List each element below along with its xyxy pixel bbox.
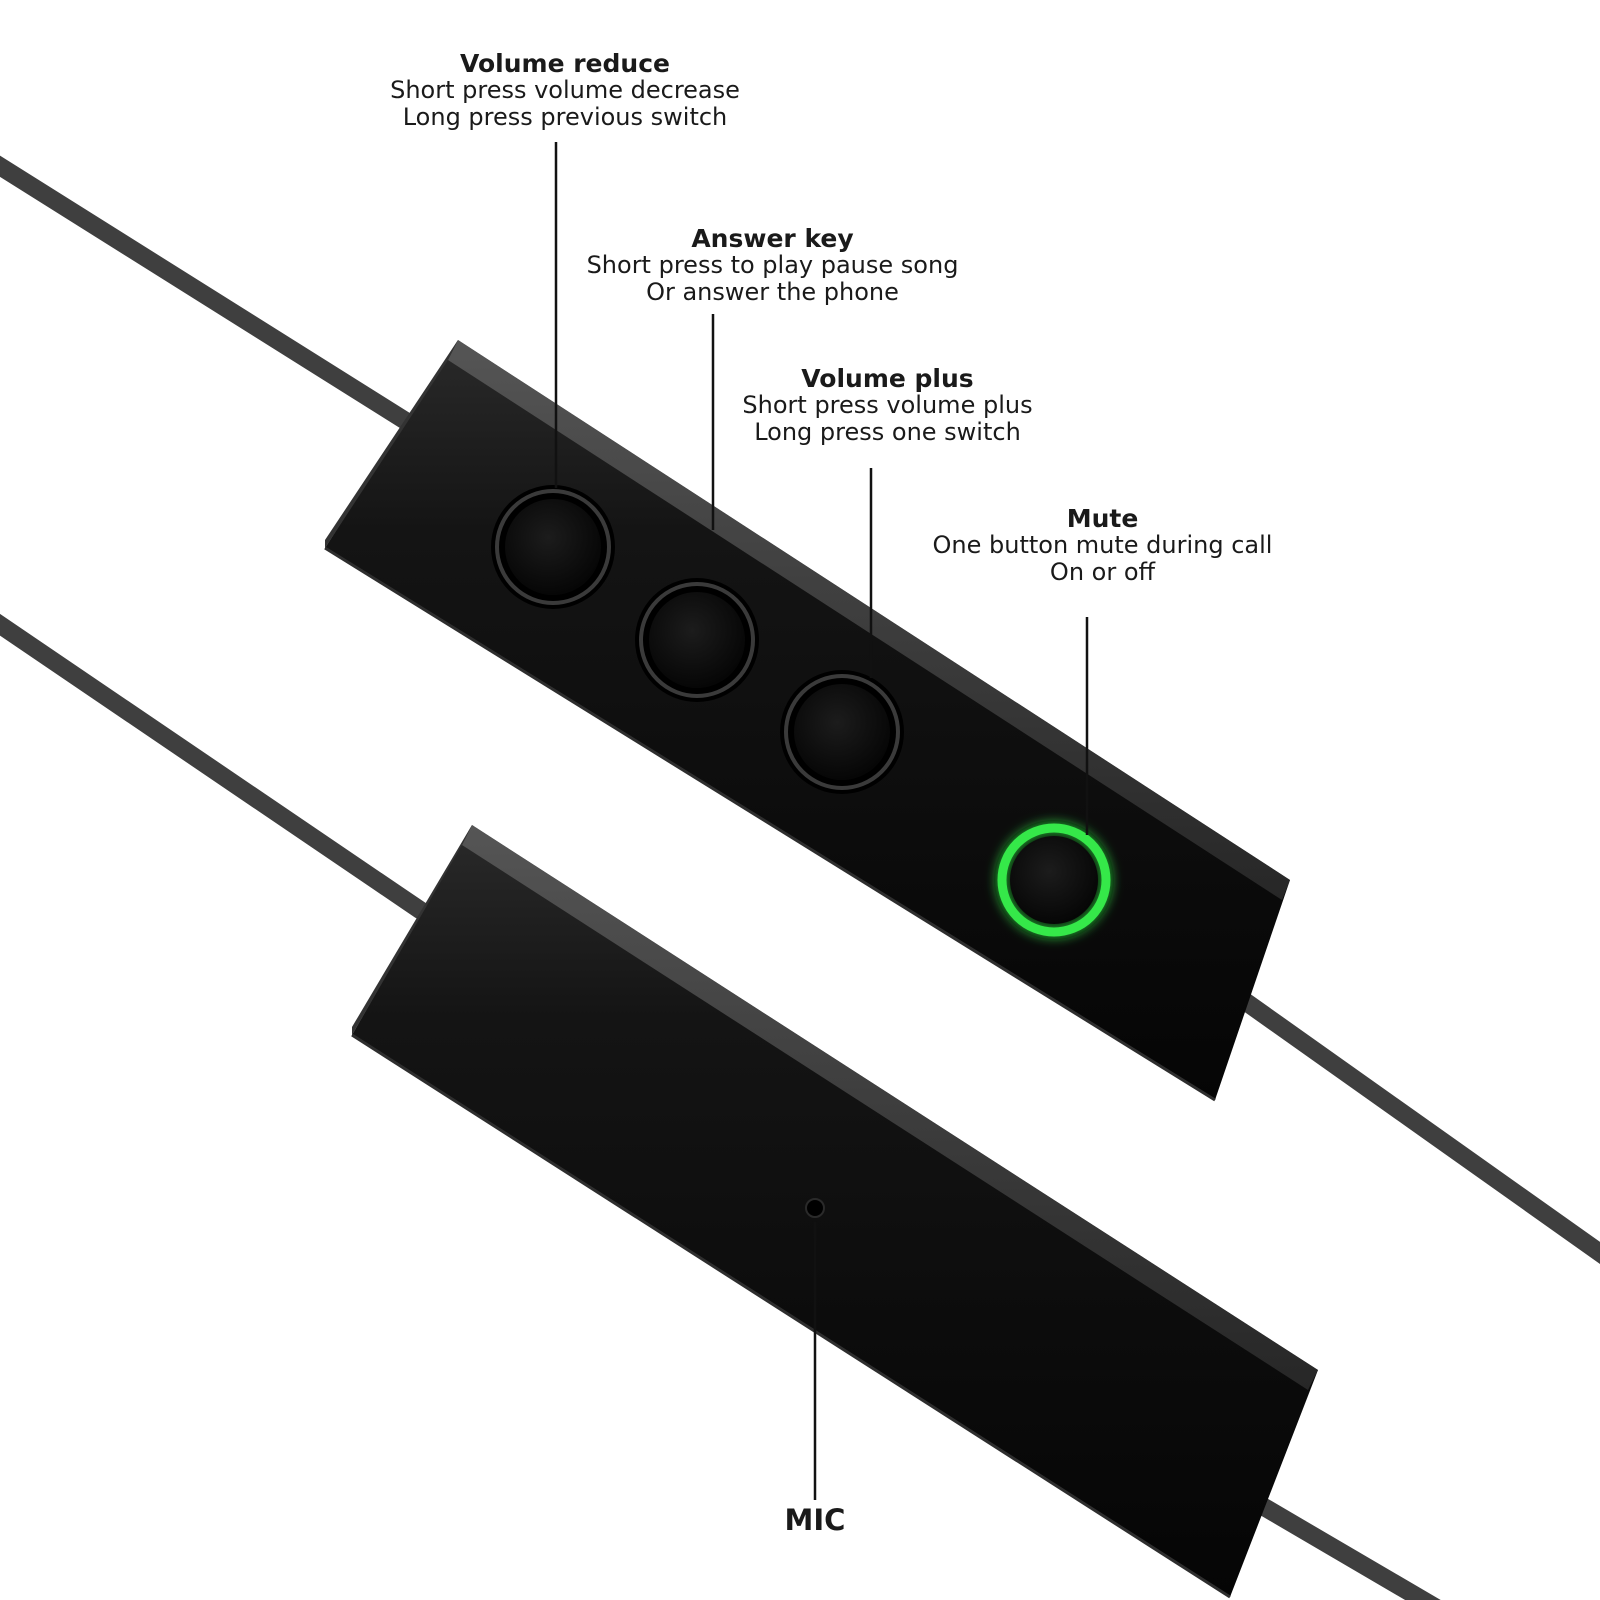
upper-cable-right: [1206, 971, 1600, 1264]
answer-key-line1: Short press to play pause song: [586, 251, 959, 279]
volume-reduce-button[interactable]: [491, 485, 615, 609]
mute-button[interactable]: [994, 820, 1114, 940]
answer-key-line2: Or answer the phone: [646, 278, 899, 306]
mic-title: MIC: [784, 1503, 846, 1537]
upper-cable-left: [0, 155, 429, 439]
cables: [0, 155, 1600, 1600]
volume-plus-title: Volume plus: [801, 364, 974, 393]
leader-lines: [554, 142, 1089, 1500]
answer-key-button[interactable]: [635, 578, 759, 702]
answer-key-title: Answer key: [691, 224, 854, 253]
mic-hole: [805, 1198, 825, 1218]
mic-housing: [351, 825, 1318, 1599]
label-mute: Mute One button mute during call On or o…: [850, 505, 1355, 586]
lower-cable-right: [1226, 1481, 1441, 1600]
volume-reduce-line2: Long press previous switch: [402, 103, 728, 131]
mute-line2: On or off: [1049, 558, 1156, 586]
label-volume-plus: Volume plus Short press volume plus Long…: [660, 365, 1115, 446]
lower-cable-left: [0, 613, 429, 919]
mute-title: Mute: [1066, 504, 1139, 533]
volume-plus-line2: Long press one switch: [754, 418, 1021, 446]
volume-reduce-title: Volume reduce: [460, 49, 670, 78]
mute-led-ring: [997, 823, 1111, 937]
volume-plus-button[interactable]: [780, 670, 904, 794]
volume-plus-line1: Short press volume plus: [742, 391, 1033, 419]
label-answer-key: Answer key Short press to play pause son…: [500, 225, 1045, 306]
label-mic: MIC: [700, 1503, 930, 1537]
volume-reduce-line1: Short press volume decrease: [390, 76, 740, 104]
label-volume-reduce: Volume reduce Short press volume decreas…: [310, 50, 820, 131]
mute-line1: One button mute during call: [932, 531, 1273, 559]
